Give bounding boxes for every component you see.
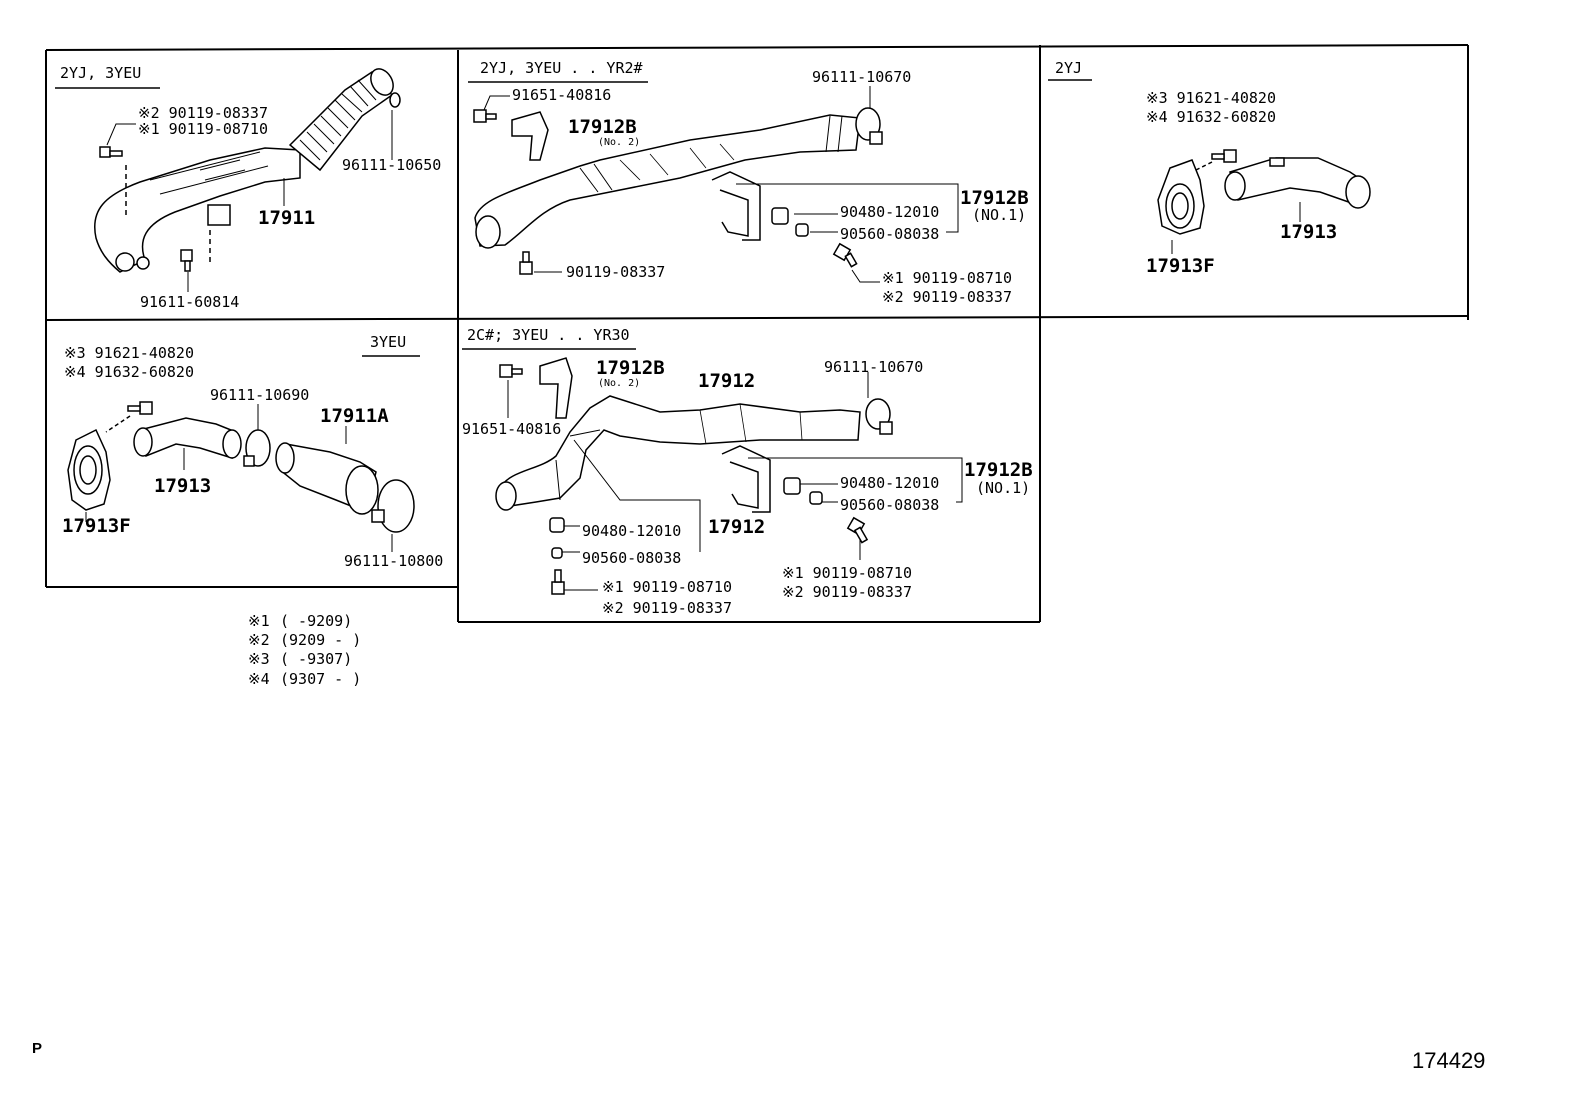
label-p2-e2: (NO.1) <box>972 206 1026 224</box>
bracket-17912b-no2 <box>511 111 549 161</box>
panel-4-leaders <box>85 404 393 552</box>
label-p5-g: 90560-08038 <box>840 496 939 514</box>
panel-frames <box>45 44 1469 623</box>
hose-clamp-icon-c <box>377 479 415 533</box>
label-p5-e: 17912B <box>964 459 1033 481</box>
label-p2-i: ※2 90119-08337 <box>882 288 1012 306</box>
bolt-icon-f <box>1211 149 1237 163</box>
label-p5-h: 90480-12010 <box>582 522 681 540</box>
panel-3-header: 2YJ <box>1055 59 1082 77</box>
panel-headers: 2YJ, 3YEU 2YJ, 3YEU . . YR2# 2YJ 3YEU 2C… <box>55 59 1092 357</box>
label-p5-i: 17912 <box>708 516 765 538</box>
label-p5-a2: (No. 2) <box>598 378 640 389</box>
panel-3-leaders <box>1171 202 1301 254</box>
label-p5-e2: (NO.1) <box>976 479 1030 497</box>
bolt-icon-b <box>180 249 193 272</box>
bolt-icon-i <box>551 569 565 595</box>
label-p2-f: 90560-08038 <box>840 225 939 243</box>
air-duct-17911 <box>94 147 301 273</box>
pipe-17912-yr30 <box>499 395 861 507</box>
label-p3-a: ※3 91621-40820 <box>1146 89 1276 107</box>
pipe-17913-3yeu <box>139 417 237 459</box>
bolt-icon-c <box>473 109 497 123</box>
label-p2-h: ※1 90119-08710 <box>882 269 1012 287</box>
label-p1-b: ※1 90119-08710 <box>138 120 268 138</box>
label-p3-c: 17913 <box>1280 221 1337 243</box>
label-p1-e: 91611-60814 <box>140 293 239 311</box>
label-p2-e: 17912B <box>960 187 1029 209</box>
label-p4-g: 96111-10800 <box>344 552 443 570</box>
bolt-icon-d <box>519 251 533 275</box>
label-p5-b: 17912 <box>698 370 755 392</box>
bolt-icon-a <box>99 146 123 158</box>
label-p3-d: 17913F <box>1146 255 1215 277</box>
legend: ※1 ( -9209) ※2 (9209 - ) ※3 ( -9307) ※4 … <box>248 612 361 688</box>
label-p2-c: 96111-10670 <box>812 68 911 86</box>
label-p4-b: ※4 91632-60820 <box>64 363 194 381</box>
label-p4-e: 17913 <box>154 475 211 497</box>
label-p1-c: 96111-10650 <box>342 156 441 174</box>
label-p5-l: ※2 90119-08337 <box>602 599 732 617</box>
label-p4-d: 17911A <box>320 405 389 427</box>
label-p1-a: ※2 90119-08337 <box>138 104 268 122</box>
bolt-icon-e <box>832 242 858 268</box>
footer-diagram-id: 174429 <box>1412 1048 1486 1073</box>
panel-2-leaders <box>483 86 959 283</box>
label-p2-b2: (No. 2) <box>598 137 640 148</box>
label-p2-g: 90119-08337 <box>566 263 665 281</box>
label-p1-d: 17911 <box>258 207 315 229</box>
pipe-17912-yr2 <box>474 114 861 247</box>
bolt-icon-h <box>499 364 523 378</box>
panel-4-header: 3YEU <box>370 333 406 351</box>
panel-5-header: 2C#; 3YEU . . YR30 <box>467 326 630 344</box>
bracket-17912b-no2-b <box>539 357 573 419</box>
footer-page-marker: P <box>32 1040 43 1057</box>
label-p3-b: ※4 91632-60820 <box>1146 108 1276 126</box>
panel-1-leaders <box>106 110 393 292</box>
label-p5-m: ※1 90119-08710 <box>782 564 912 582</box>
bracket-17912b-no1 <box>711 171 761 241</box>
label-p4-f: 17913F <box>62 515 131 537</box>
label-p2-b: 17912B <box>568 116 637 138</box>
label-p5-k: ※1 90119-08710 <box>602 578 732 596</box>
panel-2-parts <box>473 107 883 275</box>
panel-5-parts <box>495 357 893 595</box>
label-p5-d: 91651-40816 <box>462 420 561 438</box>
legend-mark-3: ※3 <box>248 650 270 668</box>
label-p5-f: 90480-12010 <box>840 474 939 492</box>
panel-1-header: 2YJ, 3YEU <box>60 64 141 82</box>
legend-mark-4: ※4 <box>248 670 270 688</box>
panel-2-header: 2YJ, 3YEU . . YR2# <box>480 59 643 77</box>
legend-range-4: (9307 - ) <box>280 670 361 688</box>
legend-range-2: (9209 - ) <box>280 631 361 649</box>
bracket-17912b-no1-b <box>721 445 771 513</box>
label-p4-a: ※3 91621-40820 <box>64 344 194 362</box>
legend-mark-1: ※1 <box>248 612 270 630</box>
label-p5-c: 96111-10670 <box>824 358 923 376</box>
panel-3-parts <box>1157 149 1371 235</box>
label-p2-a: 91651-40816 <box>512 86 611 104</box>
legend-mark-2: ※2 <box>248 631 270 649</box>
bolt-icon-j <box>846 516 869 544</box>
label-p4-c: 96111-10690 <box>210 386 309 404</box>
legend-range-1: ( -9209) <box>280 612 352 630</box>
label-p5-a: 17912B <box>596 357 665 379</box>
panel-5-leaders <box>507 372 963 591</box>
label-p2-d: 90480-12010 <box>840 203 939 221</box>
panel-1-parts <box>94 68 401 273</box>
label-p5-n: ※2 90119-08337 <box>782 583 912 601</box>
bolt-icon-g <box>127 401 153 415</box>
legend-range-3: ( -9307) <box>280 650 352 668</box>
label-p5-j: 90560-08038 <box>582 549 681 567</box>
panel-4-parts <box>67 401 415 533</box>
